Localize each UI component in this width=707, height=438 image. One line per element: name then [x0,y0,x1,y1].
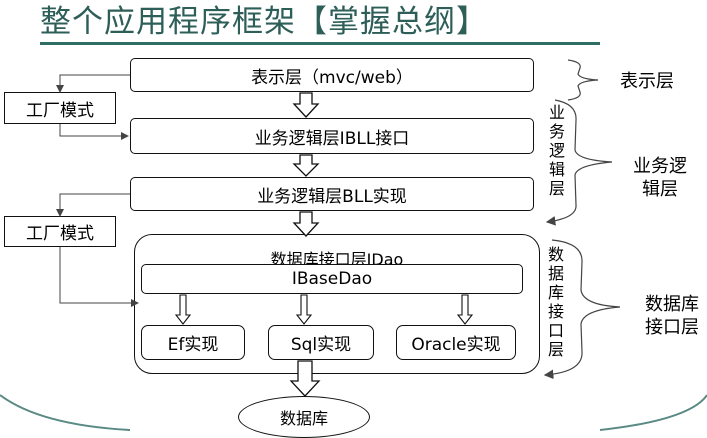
factory-bottom-in-line [56,193,130,217]
ibasedao-label: IBaseDao [291,269,373,289]
side-label-presentation: 表示层 [620,70,674,93]
bll-layer-box: 业务逻辑层BLL实现 [130,177,534,211]
arrow-ibasedao-to-sql [295,294,313,325]
ef-impl-label: Ef实现 [167,335,219,355]
side-label-presentation-text: 表示层 [620,71,674,92]
slide-title: 整个应用程序框架【掌握总纲】 [40,4,488,40]
factory-pattern-label-top: 工厂模式 [26,100,94,121]
business-vertical-label: 业务逻辑层 [546,103,568,198]
arrow-ibasedao-to-oracle [456,294,474,325]
bll-layer-label: 业务逻辑层BLL实现 [257,186,407,207]
oracle-impl-box: Oracle实现 [396,325,516,360]
dao-vertical-text: 数据库接口层 [547,245,564,359]
brace-presentation [567,59,599,101]
arrow-ibll-to-bll [292,154,320,177]
arrow-bll-to-dao [292,211,320,237]
ibll-layer-box: 业务逻辑层IBLL接口 [130,118,534,154]
side-label-business-text: 业务逻辑层 [633,156,687,200]
database-label: 数据库 [279,409,328,428]
arrow-presentation-to-ibll [292,92,320,118]
presentation-layer-label: 表示层（mvc/web） [251,67,413,88]
side-label-dao: 数据库接口层 [637,293,707,339]
presentation-layer-box: 表示层（mvc/web） [130,58,534,92]
sql-impl-box: Sql实现 [268,325,374,360]
brace-business [545,99,613,226]
factory-top-in-line [56,74,130,93]
factory-pattern-box-top: 工厂模式 [4,92,116,124]
ef-impl-box: Ef实现 [141,325,245,360]
slide-decoration-curve [0,394,131,431]
factory-pattern-box-bottom: 工厂模式 [4,216,116,247]
oracle-impl-label: Oracle实现 [411,335,501,355]
factory-top-out-line [59,124,129,140]
arrow-dao-to-database [289,360,321,397]
arrow-ibasedao-to-ef [174,294,192,325]
side-label-dao-text: 数据库接口层 [645,294,699,338]
sql-impl-label: Sql实现 [290,335,352,355]
ibll-layer-label: 业务逻辑层IBLL接口 [254,128,410,149]
ibasedao-box: IBaseDao [141,264,523,294]
factory-bottom-out-line [59,247,139,307]
side-label-business: 业务逻辑层 [625,155,695,201]
dao-vertical-label: 数据库接口层 [545,245,567,359]
title-underline [40,42,600,45]
factory-pattern-label-bottom: 工厂模式 [26,224,94,244]
business-vertical-text: 业务逻辑层 [548,103,565,198]
slide-decoration-curve-right [599,394,707,431]
brace-dao [543,239,621,380]
database-ellipse: 数据库 [238,396,370,438]
